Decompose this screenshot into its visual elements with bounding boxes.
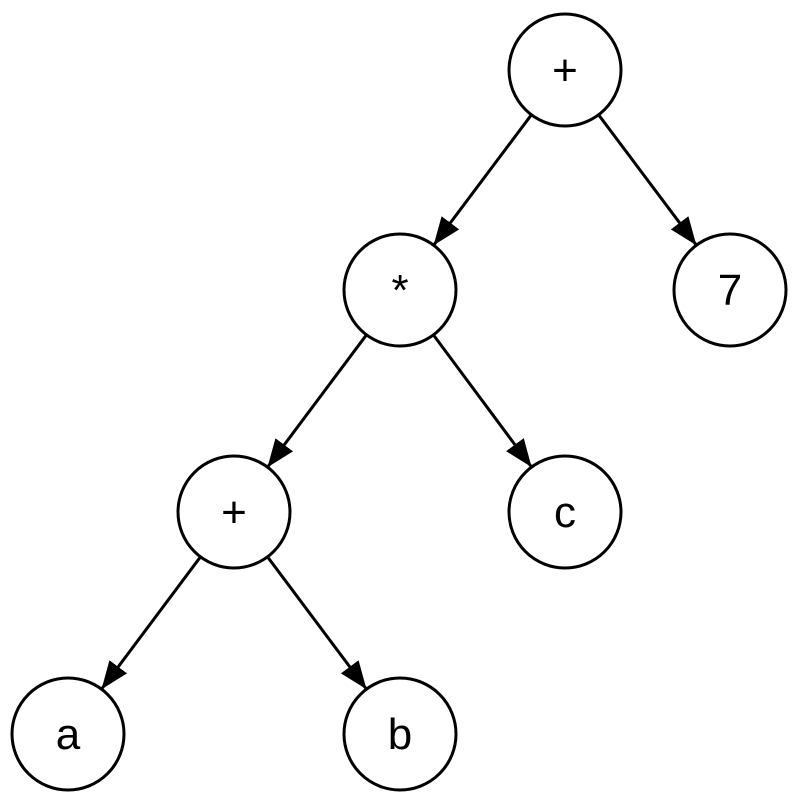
tree-node-plus-root: +	[507, 12, 623, 128]
tree-edge-plus-inner-to-b	[266, 555, 368, 691]
tree-edge-plus-root-to-seven	[597, 113, 698, 247]
tree-node-label-b: b	[388, 710, 412, 759]
tree-node-circle-c	[507, 454, 623, 570]
tree-node-times: *	[342, 232, 458, 348]
tree-node-circle-times	[342, 232, 458, 348]
tree-node-label-seven: 7	[718, 266, 742, 315]
tree-node-label-a: a	[56, 710, 81, 759]
tree-edge-times-to-plus-inner	[266, 333, 368, 469]
tree-node-label-plus-root: +	[552, 46, 578, 95]
tree-node-circle-plus-inner	[176, 454, 292, 570]
edges-layer	[100, 113, 698, 691]
nodes-layer: + * 7 + c a b	[10, 12, 788, 792]
tree-node-circle-seven	[672, 232, 788, 348]
tree-node-circle-a	[10, 676, 126, 792]
tree-node-label-times: *	[391, 266, 408, 315]
tree-node-label-c: c	[554, 488, 576, 537]
tree-node-a: a	[10, 676, 126, 792]
tree-node-circle-plus-root	[507, 12, 623, 128]
tree-edge-times-to-c	[432, 334, 533, 468]
tree-node-seven: 7	[672, 232, 788, 348]
tree-node-c: c	[507, 454, 623, 570]
tree-node-label-plus-inner: +	[221, 488, 247, 537]
tree-edge-plus-root-to-times	[432, 113, 533, 247]
tree-edge-plus-inner-to-a	[100, 555, 202, 691]
tree-node-circle-b	[342, 676, 458, 792]
tree-node-plus-inner: +	[176, 454, 292, 570]
tree-node-b: b	[342, 676, 458, 792]
